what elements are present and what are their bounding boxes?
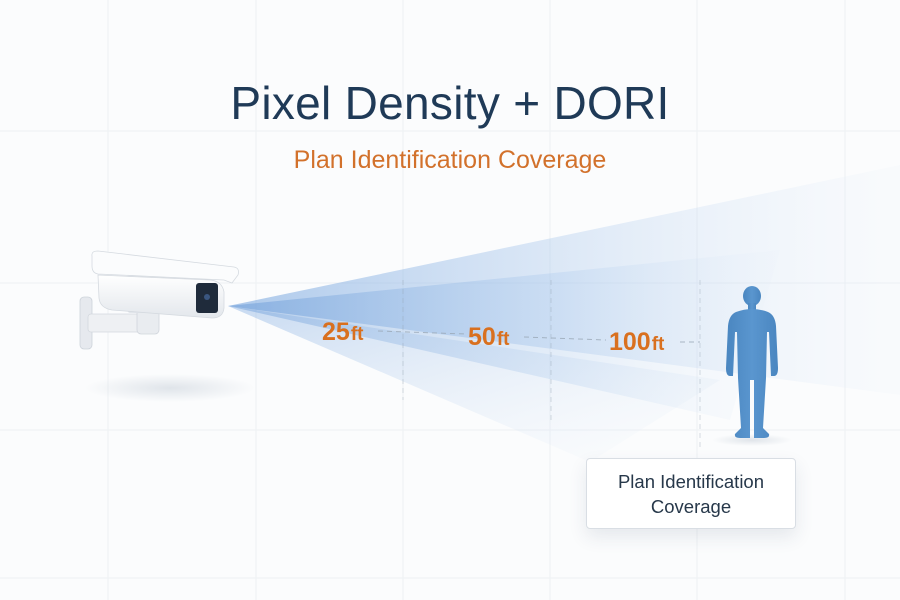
camera-field-of-view-beam <box>228 165 900 462</box>
distance-marker-50ft: 50ft <box>468 323 509 352</box>
security-camera-icon <box>79 250 239 350</box>
distance-marker-25ft: 25ft <box>322 318 363 347</box>
distance-value: 100 <box>609 328 651 356</box>
distance-unit: ft <box>350 324 364 345</box>
caption-line-2: Coverage <box>650 495 732 517</box>
distance-guide-lines <box>377 280 701 450</box>
page-title: Pixel Density + DORI <box>230 77 670 129</box>
coverage-caption-card: Plan Identification Coverage <box>586 458 796 529</box>
person-silhouette-icon <box>726 286 778 438</box>
distance-marker-100ft: 100ft <box>609 328 664 357</box>
distance-value: 25 <box>322 318 350 346</box>
caption-line-1: Plan Identification <box>617 470 765 492</box>
page-subtitle: Plan Identification Coverage <box>293 146 607 174</box>
distance-unit: ft <box>496 329 510 350</box>
distance-value: 50 <box>468 323 496 351</box>
distance-unit: ft <box>651 334 665 355</box>
